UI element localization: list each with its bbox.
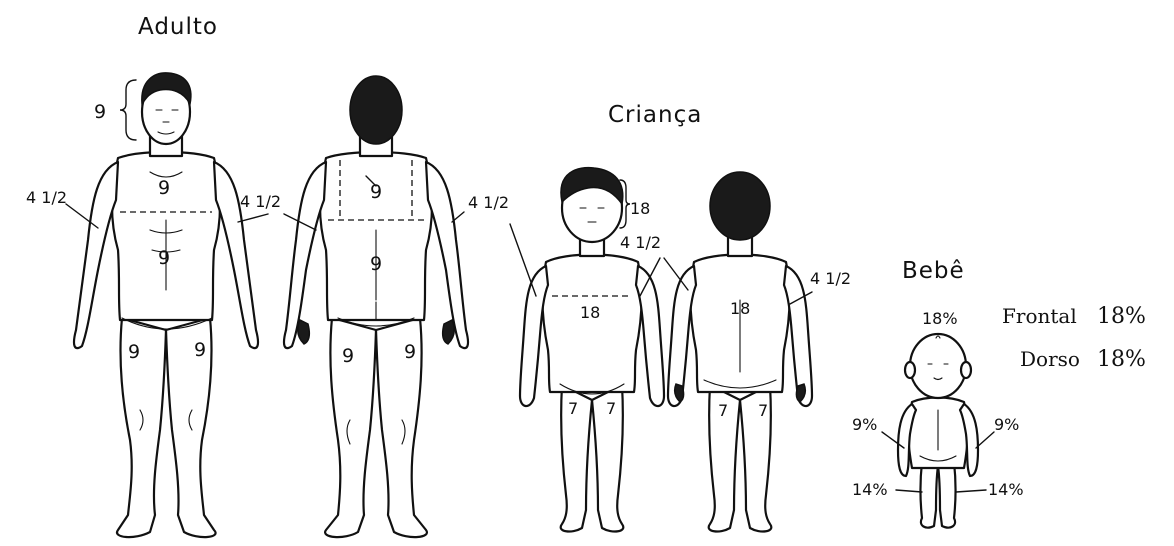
child-back-leg-left-value: 7 — [718, 401, 728, 420]
child-front-head-value: 18 — [630, 199, 650, 218]
adult-front-figure — [74, 73, 258, 537]
child-back-figure — [668, 172, 812, 531]
baby-arm-right-value: 9% — [994, 415, 1019, 434]
adult-front-leg-right-value: 9 — [194, 339, 206, 361]
adult-front-arm-left-value: 4 1/2 — [26, 188, 67, 207]
adult-back-arm-right-value: 4 1/2 — [468, 193, 509, 212]
child-back-leg-right-value: 7 — [758, 401, 768, 420]
baby-leg-left-value: 14% — [852, 480, 888, 499]
child-front-leg-right-value: 7 — [606, 399, 616, 418]
child-front-figure — [520, 168, 664, 532]
adult-back-leg-left-value: 9 — [342, 345, 354, 367]
child-back-arm-right-value: 4 1/2 — [810, 269, 851, 288]
adult-back-trunk-upper-value: 9 — [370, 181, 382, 203]
frontal-label: Frontal — [1002, 304, 1077, 328]
child-back-trunk-value: 18 — [730, 299, 750, 318]
dorso-label: Dorso — [1020, 347, 1080, 371]
baby-head-value: 18% — [922, 309, 958, 328]
child-front-arms-value: 4 1/2 — [620, 233, 661, 252]
adult-back-leg-right-value: 9 — [404, 341, 416, 363]
baby-figure — [898, 334, 978, 528]
baby-title: Bebê — [902, 258, 965, 284]
dorso-value: 18% — [1097, 347, 1146, 372]
adult-back-figure — [284, 76, 468, 537]
adult-front-head-value: 9 — [94, 101, 106, 123]
adult-title: Adulto — [138, 14, 218, 40]
child-front-leg-left-value: 7 — [568, 399, 578, 418]
baby-arm-left-value: 9% — [852, 415, 877, 434]
adult-front-leg-left-value: 9 — [128, 341, 140, 363]
adult-front-trunk-upper-value: 9 — [158, 177, 170, 199]
child-front-trunk-value: 18 — [580, 303, 600, 322]
baby-leg-right-value: 14% — [988, 480, 1024, 499]
frontal-value: 18% — [1097, 304, 1146, 329]
adult-front-arm-right-value: 4 1/2 — [240, 192, 281, 211]
adult-back-trunk-lower-value: 9 — [370, 253, 382, 275]
adult-front-trunk-lower-value: 9 — [158, 247, 170, 269]
child-title: Criança — [608, 102, 702, 128]
